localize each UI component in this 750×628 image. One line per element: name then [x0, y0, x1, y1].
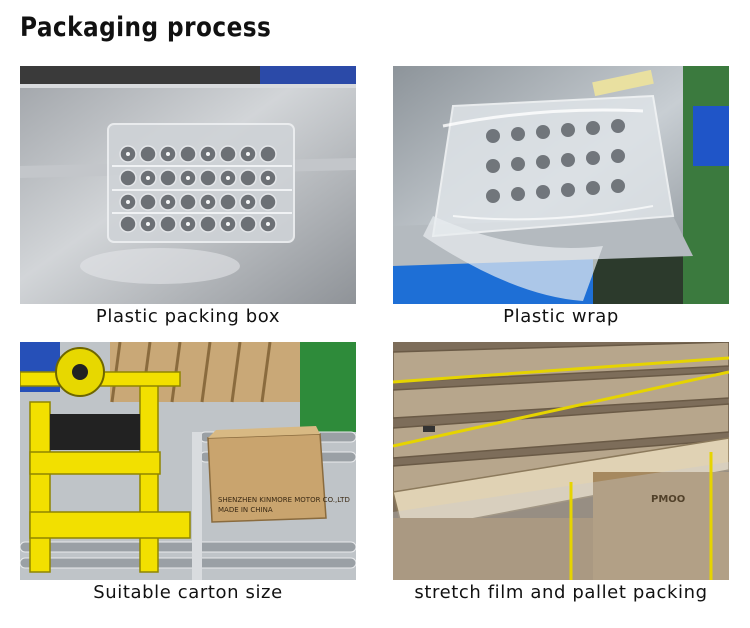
plastic-wrap-photo-icon	[393, 66, 729, 304]
svg-text:PMOO: PMOO	[651, 494, 685, 505]
pallet-packing-image: PMOO	[393, 342, 729, 580]
page-title: Packaging process	[20, 12, 272, 43]
caption-suitable-carton-size: Suitable carton size	[93, 582, 283, 603]
plastic-wrap-image	[393, 66, 729, 304]
carton-sealer-image: SHENZHEN KINMORE MOTOR CO.,LTD MADE IN C…	[20, 342, 356, 580]
plastic-packing-box-image	[20, 66, 356, 304]
caption-stretch-film-pallet-packing: stretch film and pallet packing	[414, 582, 708, 603]
pallet-packing-photo-icon: PMOO	[393, 342, 729, 580]
carton-label-line1: SHENZHEN KINMORE MOTOR CO.,LTD	[218, 496, 350, 504]
caption-plastic-packing-box: Plastic packing box	[95, 306, 281, 327]
carton-label-line2: MADE IN CHINA	[218, 506, 273, 514]
caption-plastic-wrap: Plastic wrap	[503, 306, 619, 327]
carton-sealer-photo-icon: SHENZHEN KINMORE MOTOR CO.,LTD MADE IN C…	[20, 342, 356, 580]
plastic-box-photo-icon	[20, 66, 356, 304]
